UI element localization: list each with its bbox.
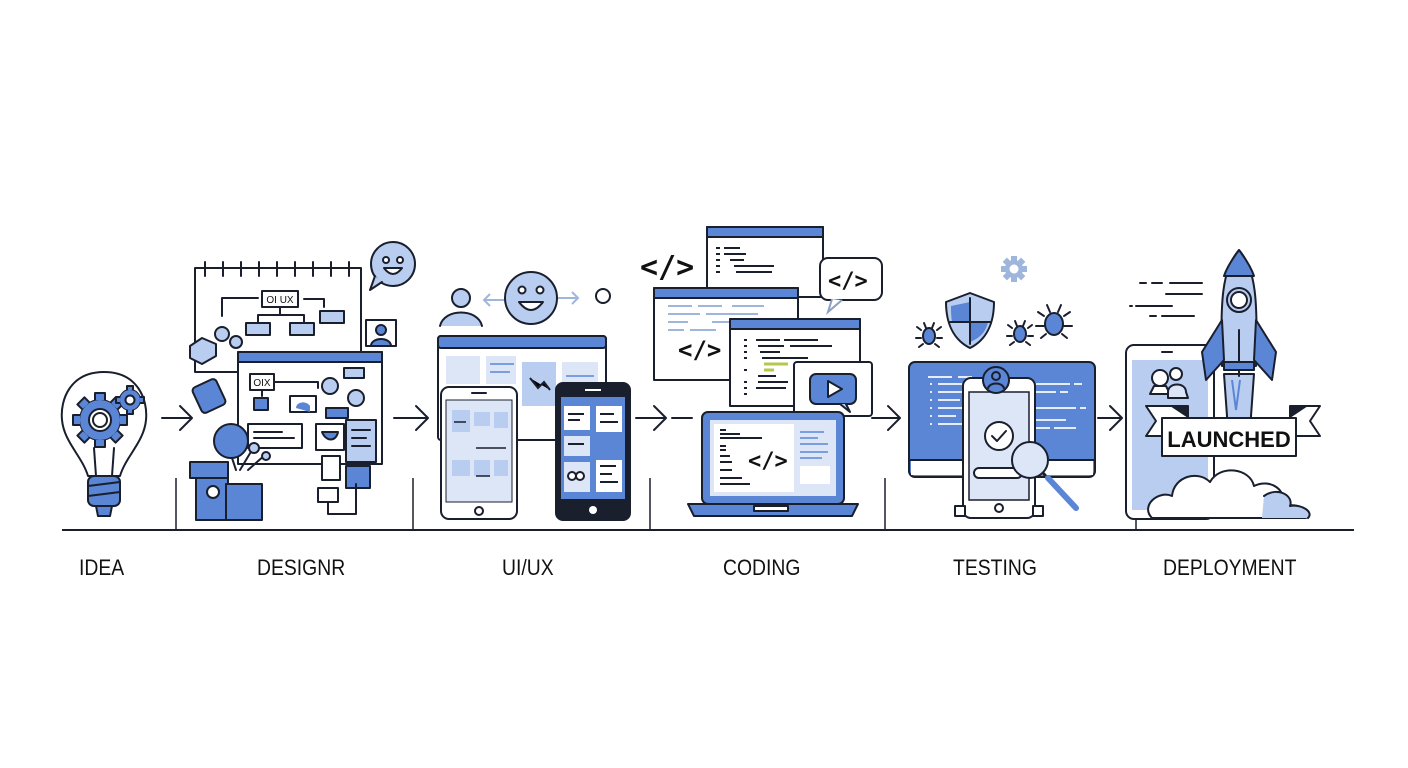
code-tag-icon: </> bbox=[748, 449, 788, 474]
bug-icon bbox=[915, 322, 943, 348]
stage-label-coding: CODING bbox=[723, 555, 801, 580]
code-tag-icon: </> bbox=[828, 269, 868, 294]
bug-icon bbox=[1035, 304, 1073, 339]
arrow-icon bbox=[161, 405, 193, 431]
arrow-icon bbox=[871, 405, 901, 431]
shield-icon bbox=[945, 292, 995, 349]
code-tag-icon: </> bbox=[640, 250, 694, 285]
code-tag-icon: </> bbox=[678, 336, 721, 364]
arrow-icon bbox=[393, 405, 429, 431]
stage-label-testing: TESTING bbox=[953, 555, 1037, 580]
sketchbook-wireframe-icon: OI UX OIX bbox=[189, 241, 416, 521]
arrow-icon bbox=[1097, 405, 1123, 431]
code-windows-laptop-icon: </> </> </> </> bbox=[640, 226, 883, 517]
monitor-phone-magnifier-icon bbox=[908, 256, 1096, 519]
gear-icon bbox=[1001, 256, 1027, 282]
stage-label-design: DESIGNR bbox=[257, 555, 346, 580]
bug-icon bbox=[1006, 320, 1034, 346]
rocket-launch-icon: LAUNCHED bbox=[1125, 249, 1321, 520]
svg-text:OIX: OIX bbox=[253, 378, 271, 389]
lightbulb-gears-icon bbox=[60, 371, 148, 517]
stage-label-uiux: UI/UX bbox=[502, 555, 554, 580]
devices-mockup-icon bbox=[437, 271, 631, 521]
stage-label-deployment: DEPLOYMENT bbox=[1163, 555, 1297, 580]
wireframe-label: OI UX bbox=[266, 295, 294, 306]
stage-label-idea: IDEA bbox=[79, 555, 125, 580]
arrow-icon bbox=[635, 405, 693, 431]
launched-text: LAUNCHED bbox=[1167, 427, 1290, 452]
smiley-bubble-icon bbox=[369, 241, 416, 291]
launched-banner: LAUNCHED bbox=[1145, 405, 1321, 457]
